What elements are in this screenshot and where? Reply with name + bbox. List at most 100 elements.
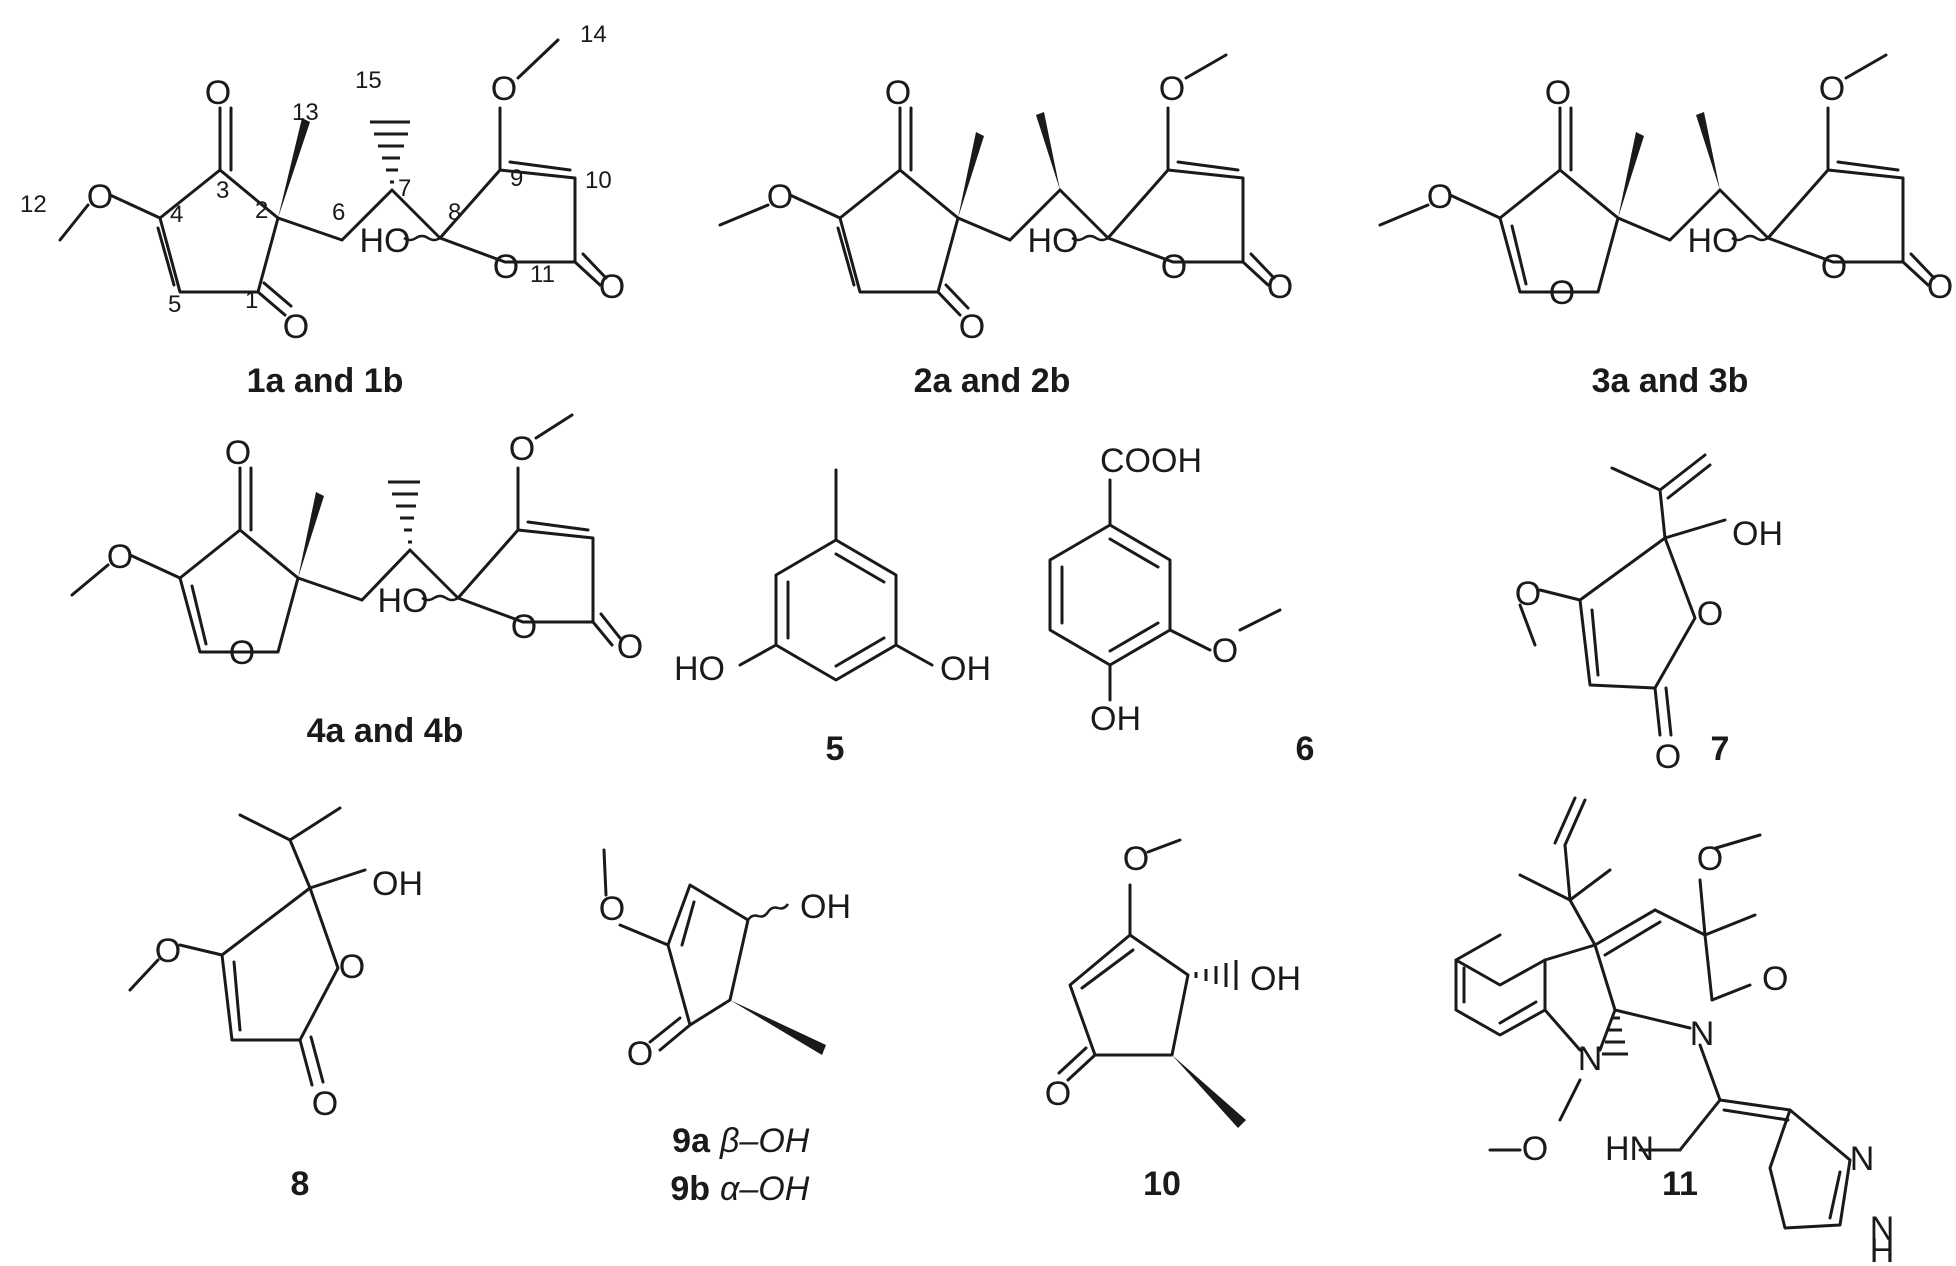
c5-hydroxyl-left: HO [674,650,725,688]
c10-o-methoxy: O [1123,840,1149,878]
compound-5: HO OH 5 [674,468,991,768]
c4-o-methoxy-9: O [509,430,535,468]
c3-hydroxyl: HO [1688,222,1739,260]
c1-o-methoxy-4: O [87,178,113,216]
c4-o-top: O [225,434,251,472]
svg-text:15: 15 [355,67,382,94]
c3-o-methoxy-4: O [1427,178,1453,216]
c2-hydroxyl: HO [1028,222,1079,260]
c11-nh-imidazole: N [1870,1210,1895,1248]
c6-label: 6 [1296,730,1315,768]
c10-o-keto: O [1045,1075,1071,1113]
compound-1-bonds [58,38,608,317]
svg-text:1: 1 [245,287,258,314]
svg-text:14: 14 [580,21,607,48]
c8-hydroxyl: OH [372,865,423,903]
c2-o-top: O [885,74,911,112]
c9-o-keto: O [627,1035,653,1073]
compound-1-numbering: 1 2 3 4 5 6 7 8 9 10 11 12 13 14 15 [20,21,612,318]
compound-1: O O O O HO O O 1 2 3 4 5 6 7 8 9 10 11 1… [20,21,625,400]
c10-label: 10 [1143,1165,1181,1203]
compound-8: OH O O O 8 [128,806,423,1203]
c9a-subtitle: β–OH [719,1122,810,1160]
c11-o-methoxy: O [1697,840,1723,878]
c2-o-methoxy-4: O [767,178,793,216]
svg-text:11: 11 [530,261,555,288]
c8-o-ring: O [339,948,365,986]
svg-text:9: 9 [510,165,523,192]
c11-n-amide: N [1690,1015,1715,1053]
compound-2: O O O O HO O O 2a and 2b [718,53,1293,400]
svg-text:2: 2 [255,197,268,224]
c3-o-top: O [1545,74,1571,112]
compound-11: O O N N O HN N N H 11 [1454,796,1895,1266]
c3-label: 3a and 3b [1592,362,1749,400]
c1-o-lactone: O [599,268,625,306]
c3-o-ring-2: O [1821,248,1847,286]
c11-hn: HN [1605,1130,1654,1168]
c11-label: 11 [1662,1165,1698,1203]
c4-hydroxyl: HO [378,582,429,620]
c11-h-imidazole: H [1870,1232,1895,1266]
c3-o-ring: O [1549,274,1575,312]
c4-o-ring-2: O [511,608,537,646]
compound-9: O OH O 9a β–OH 9b α–OH [599,848,851,1208]
c8-o-methoxy: O [155,932,181,970]
c9-o-methoxy: O [599,890,625,928]
svg-text:3: 3 [216,177,229,204]
c5-label: 5 [826,730,845,768]
svg-text:12: 12 [20,191,47,218]
c7-o-lactone: O [1655,738,1681,776]
c3-o-methoxy-9: O [1819,70,1845,108]
c1-label: 1a and 1b [247,362,404,400]
c9b-subtitle: α–OH [720,1170,810,1208]
compound-6: COOH O OH 6 [1048,442,1315,768]
compound-1-hash-15 [370,120,410,184]
c1-o-top: O [205,74,231,112]
c9b-label: 9b [670,1170,710,1208]
svg-text:8: 8 [448,199,461,226]
c1-o-ring: O [493,248,519,286]
c2-label: 2a and 2b [914,362,1071,400]
c6-carboxyl: COOH [1100,442,1202,480]
c2-o-bottom: O [959,308,985,346]
c10-hydroxyl: OH [1250,960,1301,998]
c5-hydroxyl-right: OH [940,650,991,688]
c8-o-lactone: O [312,1085,338,1123]
c2-o-lactone: O [1267,268,1293,306]
compound-10: O OH O 10 [1045,838,1301,1203]
c11-n-imidazole: N [1850,1140,1875,1178]
svg-text:13: 13 [292,99,319,126]
c8-label: 8 [291,1165,310,1203]
svg-text:5: 5 [168,291,181,318]
c7-o-methoxy: O [1515,575,1541,613]
c4-o-methoxy-4: O [107,538,133,576]
c9a-label: 9a [672,1122,711,1160]
c11-n-indoline: N [1578,1040,1603,1078]
c3-o-lactone: O [1927,268,1953,306]
compound-3: O O O O HO O O 3a and 3b [1378,53,1953,400]
c4-label: 4a and 4b [307,712,464,750]
c9-hydroxyl: OH [800,888,851,926]
svg-text:4: 4 [170,201,183,228]
c11-o-nitrogen: O [1522,1130,1548,1168]
svg-text:6: 6 [332,199,345,226]
c4-o-ring: O [229,634,255,672]
c2-o-ring: O [1161,248,1187,286]
c1-o-bottom: O [283,308,309,346]
c1-o-methoxy-9: O [491,70,517,108]
c7-hydroxyl: OH [1732,515,1783,553]
c7-o-ring: O [1697,595,1723,633]
svg-text:7: 7 [398,175,411,202]
compound-4: O O O O HO O O 4a and 4b [70,413,643,750]
c7-label: 7 [1711,730,1730,768]
c6-o-methoxy: O [1212,632,1238,670]
c4-o-lactone: O [617,628,643,666]
c6-hydroxyl: OH [1090,700,1141,738]
c11-o-keto: O [1762,960,1788,998]
c2-o-methoxy-9: O [1159,70,1185,108]
compound-7: OH O O O 7 [1515,453,1783,776]
c1-hydroxyl: HO [360,222,411,260]
svg-text:10: 10 [585,167,612,194]
